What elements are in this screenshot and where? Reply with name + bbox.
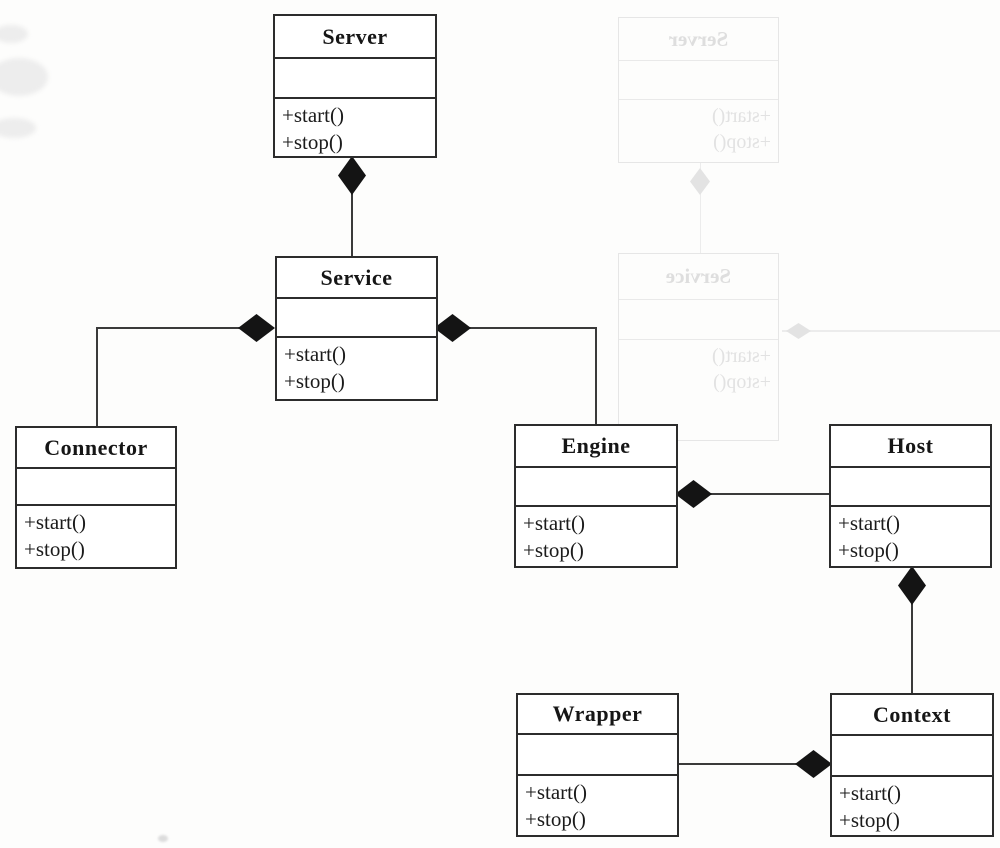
method-line: +start() (24, 510, 86, 534)
class-title: Host (831, 426, 990, 468)
class-title: Wrapper (518, 695, 677, 735)
ghost-method-line: +start() (711, 105, 771, 127)
method-line: +start() (523, 511, 585, 535)
class-box-context: Context +start() +stop() (830, 693, 994, 837)
composition-diamond-host-context (898, 566, 926, 605)
edge-service-engine-vertical (595, 327, 597, 425)
attributes-compartment (277, 299, 436, 338)
method-line: +stop() (839, 808, 900, 832)
ghost-composition-diamond (690, 168, 710, 195)
ghost-method-line: +stop() (713, 371, 771, 393)
class-title: Context (832, 695, 992, 736)
edge-host-context (911, 601, 913, 694)
composition-diamond-service-engine (434, 314, 471, 342)
attributes-compartment (831, 468, 990, 507)
methods-compartment: +start() +stop() (277, 338, 436, 399)
attributes-compartment (832, 736, 992, 777)
composition-diamond-context-wrapper (795, 750, 832, 778)
class-box-wrapper: Wrapper +start() +stop() (516, 693, 679, 837)
method-line: +stop() (838, 538, 899, 562)
composition-diamond-engine-host (675, 480, 712, 508)
class-box-host: Host +start() +stop() (829, 424, 992, 568)
scan-smudge (158, 835, 168, 842)
composition-diamond-service-connector (238, 314, 275, 342)
methods-compartment: +start() +stop() (17, 506, 175, 567)
methods-compartment: +start() +stop() (831, 507, 990, 566)
methods-compartment: +start() +stop() (518, 776, 677, 835)
ghost-methods-compartment: +start() +stop() (619, 100, 778, 162)
method-line: +stop() (282, 130, 343, 154)
class-title: Service (277, 258, 436, 299)
method-line: +start() (839, 781, 901, 805)
method-line: +start() (282, 103, 344, 127)
ghost-class-title: Server (619, 18, 778, 61)
edge-server-service (351, 192, 353, 257)
class-title: Server (275, 16, 435, 59)
ghost-method-line: +start() (711, 345, 771, 367)
class-box-engine: Engine +start() +stop() (514, 424, 678, 568)
method-line: +stop() (284, 369, 345, 393)
method-line: +start() (525, 780, 587, 804)
edge-engine-host (706, 493, 830, 495)
ghost-method-line: +stop() (713, 131, 771, 153)
attributes-compartment (518, 735, 677, 776)
edge-service-connector-vertical (96, 327, 98, 427)
method-line: +stop() (523, 538, 584, 562)
edge-service-connector-horizontal (96, 327, 241, 329)
ghost-class-title: Service (619, 254, 778, 300)
ghost-attributes-compartment (619, 300, 778, 340)
method-line: +start() (838, 511, 900, 535)
attributes-compartment (17, 469, 175, 506)
attributes-compartment (275, 59, 435, 99)
method-line: +stop() (24, 537, 85, 561)
scan-smudge (0, 25, 28, 43)
class-box-service: Service +start() +stop() (275, 256, 438, 401)
methods-compartment: +start() +stop() (832, 777, 992, 835)
ghost-edge-vertical (700, 163, 701, 253)
scan-smudge (0, 118, 36, 138)
method-line: +stop() (525, 807, 586, 831)
class-box-server: Server +start() +stop() (273, 14, 437, 158)
methods-compartment: +start() +stop() (516, 507, 676, 566)
class-title: Connector (17, 428, 175, 469)
ghost-attributes-compartment (619, 61, 778, 100)
ghost-edge-horizontal (782, 330, 1000, 332)
composition-diamond-server-service (338, 156, 366, 195)
edge-wrapper-context (678, 763, 799, 765)
class-title: Engine (516, 426, 676, 468)
edge-service-engine-horizontal (468, 327, 597, 329)
ghost-server-box: Server +start() +stop() (618, 17, 779, 163)
attributes-compartment (516, 468, 676, 507)
method-line: +start() (284, 342, 346, 366)
ghost-service-box: Service +start() +stop() (618, 253, 779, 441)
class-box-connector: Connector +start() +stop() (15, 426, 177, 569)
scan-smudge (0, 58, 48, 96)
methods-compartment: +start() +stop() (275, 99, 435, 156)
ghost-composition-diamond (786, 323, 811, 339)
